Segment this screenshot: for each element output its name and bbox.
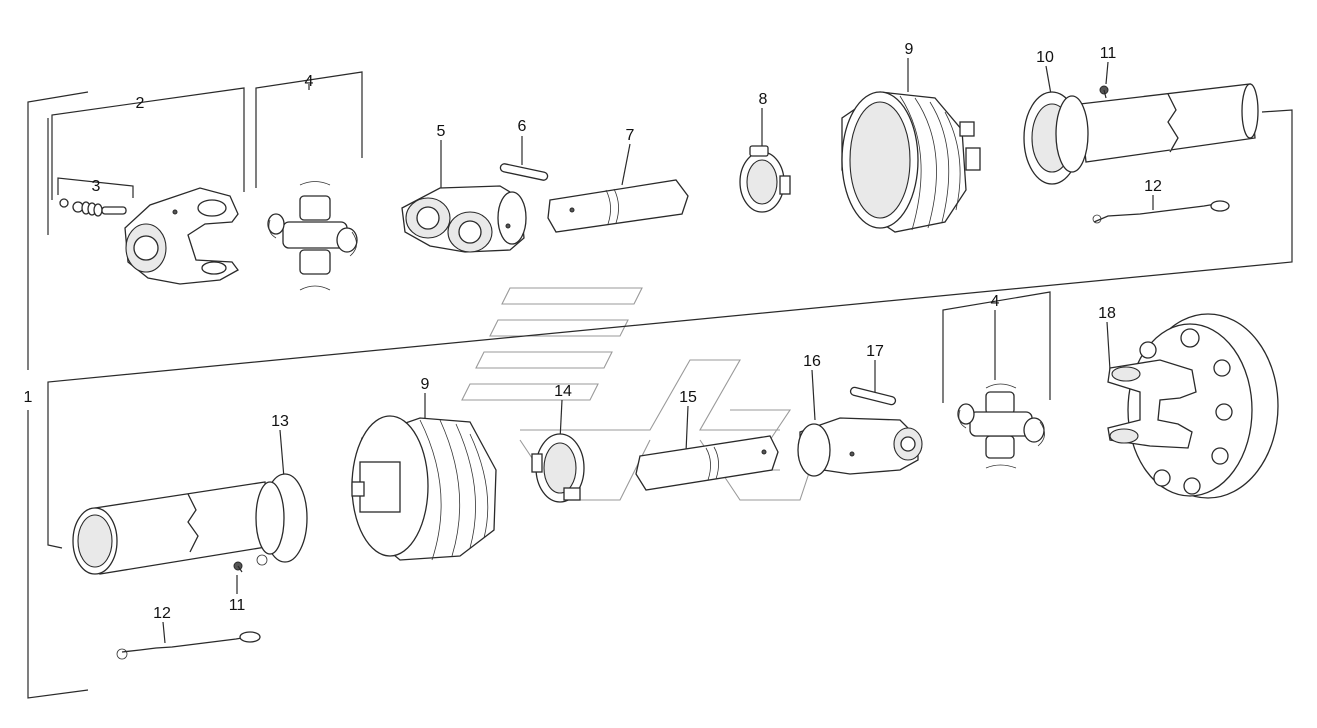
callout-16: 16: [803, 353, 821, 370]
screw-top: [1099, 85, 1109, 99]
inner-yoke: [401, 185, 527, 253]
callout-11-top: 11: [1100, 45, 1117, 62]
callout-4-top: 4: [305, 73, 314, 90]
callout-5: 5: [437, 123, 446, 140]
callout-2: 2: [136, 95, 145, 112]
inner-yoke-bottom: [797, 417, 923, 477]
inner-profile-tube-bottom: [635, 435, 779, 491]
bearing-ring-top: [739, 145, 791, 213]
flange-yoke: [1107, 313, 1279, 499]
roll-pin-top: [499, 163, 549, 181]
callout-12-bottom: 12: [153, 605, 171, 622]
callout-9-top: 9: [905, 41, 914, 58]
callout-labels: 1 2 3 4 5 6 7 8 9 10 11 12 9 13 11 12 14…: [24, 41, 1162, 622]
protection-cone-top: [841, 91, 981, 233]
assembly-bracket: [27, 71, 1293, 699]
callout-1: 1: [24, 389, 33, 406]
callout-13: 13: [271, 413, 289, 430]
outer-tube-top: [1023, 83, 1259, 185]
outer-tube-bottom: [72, 473, 308, 575]
bearing-ring-bottom: [531, 433, 585, 503]
callout-6: 6: [518, 118, 527, 135]
callout-8: 8: [759, 91, 768, 108]
callout-9-bottom: 9: [421, 376, 430, 393]
callout-3: 3: [92, 178, 101, 195]
callout-17: 17: [866, 343, 884, 360]
cross-journal-bottom: [957, 383, 1045, 469]
callout-12-top: 12: [1144, 178, 1162, 195]
screw-bottom: [233, 561, 243, 573]
callout-18: 18: [1098, 305, 1116, 322]
protection-cone-bottom: [351, 415, 497, 561]
leader-lines: [162, 58, 1154, 644]
cross-journal-top: [267, 181, 358, 291]
callout-15: 15: [679, 389, 697, 406]
safety-chain-bottom: [116, 631, 261, 660]
callout-7: 7: [626, 127, 635, 144]
safety-chain-top: [1092, 200, 1230, 224]
callout-14: 14: [554, 383, 572, 400]
pin-spring-set: [59, 198, 127, 217]
callout-11-bottom: 11: [229, 597, 246, 614]
callout-4-bottom: 4: [991, 293, 1000, 310]
callout-10: 10: [1036, 49, 1054, 66]
inner-profile-tube: [547, 179, 689, 233]
roll-pin-bottom: [849, 386, 897, 406]
splined-yoke: [124, 187, 239, 285]
